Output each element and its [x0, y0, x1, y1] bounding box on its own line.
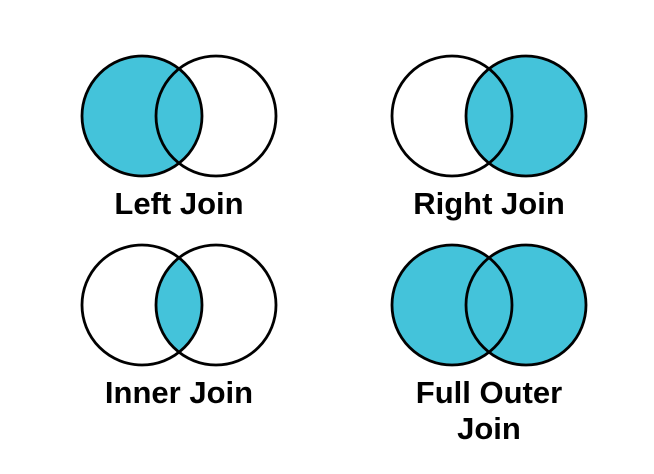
intersection-fill [466, 257, 512, 353]
right-circle-outline [464, 243, 588, 367]
venn-diagram-left-join [80, 54, 278, 178]
join-label-left-join: Left Join [114, 186, 244, 221]
left-circle-outline [80, 243, 204, 367]
join-label-full-outer-join: Full Outer Join [415, 375, 563, 446]
right-circle-outline [464, 54, 588, 178]
right-circle-outline [154, 243, 278, 367]
intersection-fill [156, 68, 202, 164]
join-label-right-join: Right Join [413, 186, 565, 221]
venn-diagram-full-outer-join [390, 243, 588, 367]
panel-left-join: Left Join [78, 52, 280, 222]
intersection-fill [156, 257, 202, 353]
right-circle-outline [154, 54, 278, 178]
join-diagrams-grid: Left Join Right Join Inner Join Full Out… [78, 52, 590, 447]
venn-diagram-right-join [390, 54, 588, 178]
left-circle-outline [80, 54, 204, 178]
panel-right-join: Right Join [388, 52, 590, 222]
left-circle-outline [390, 54, 514, 178]
intersection-fill [466, 68, 512, 164]
panel-full-outer-join: Full Outer Join [388, 241, 590, 447]
join-label-inner-join: Inner Join [104, 375, 254, 410]
panel-inner-join: Inner Join [78, 241, 280, 447]
left-circle-outline [390, 243, 514, 367]
venn-diagram-inner-join [80, 243, 278, 367]
